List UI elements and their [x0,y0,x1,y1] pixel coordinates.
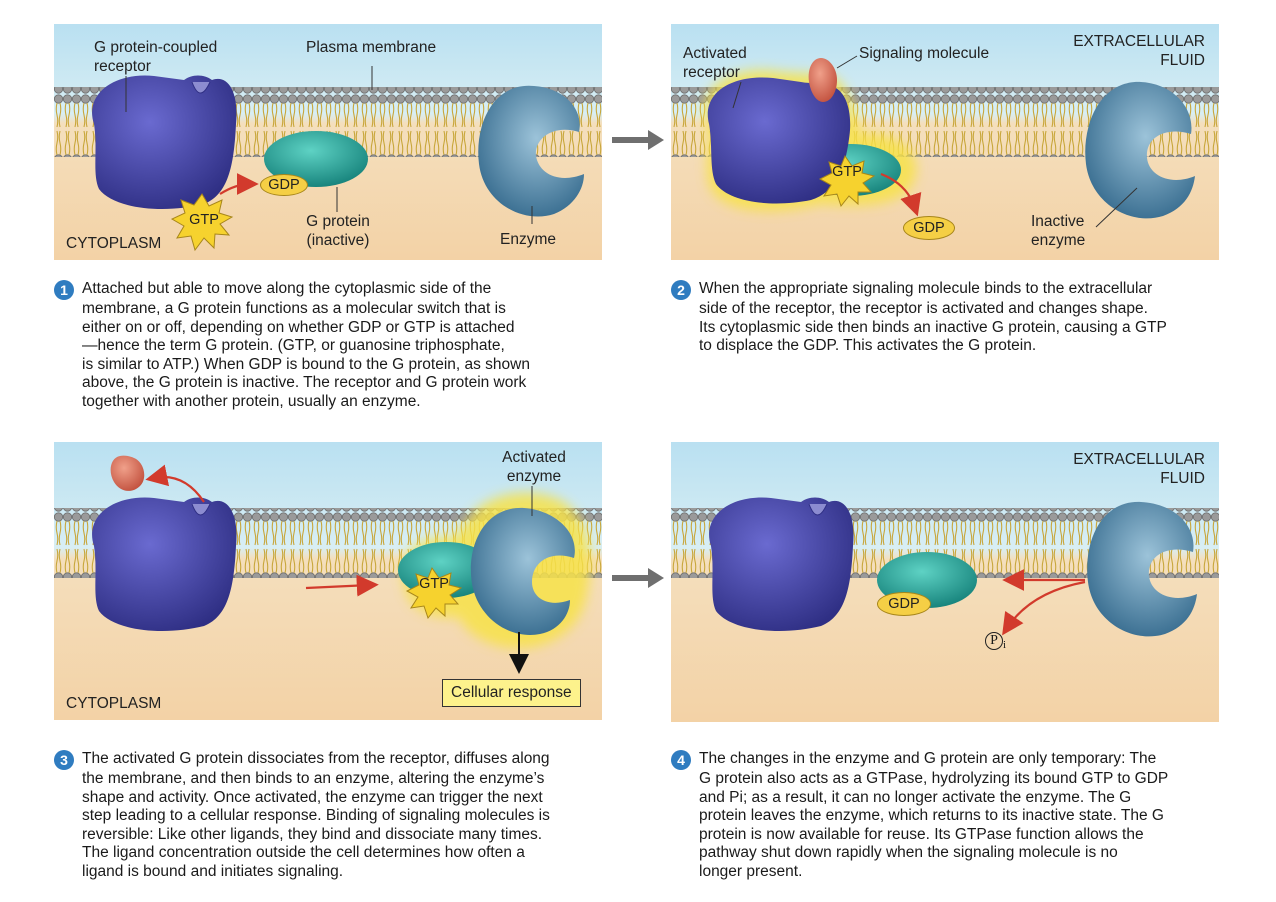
extracellular-fluid-label: EXTRACELLULAR FLUID [1073,33,1205,69]
caption-1-line: either on or off, depending on whether G… [82,318,515,336]
gtp-label: GTP [832,164,862,180]
activated-receptor-label: Activated receptor [683,45,747,81]
gdp-badge: GDP [877,592,931,616]
panel-2-illustration [671,24,1219,260]
cellular-response-box: Cellular response [442,679,581,707]
enzyme-shape [478,85,584,217]
caption-2-line: side of the receptor, the receptor is ac… [699,300,1148,317]
caption-3-line: reversible: Like other ligands, they bin… [82,825,543,843]
phosphate-subscript: i [1003,638,1007,651]
caption-2-line: When the appropriate signaling molecule … [699,280,1153,297]
receptor-label: G protein-coupled receptor [94,39,218,75]
caption-step-2: 2 When the appropriate signaling molecule… [671,280,1241,356]
step-arrow-3-4 [612,568,664,588]
caption-3-line: shape and activity. Once activated, the … [82,788,543,806]
extracellular-fluid-label: EXTRACELLULAR FLUID [1073,451,1205,487]
activated-enzyme-label: Activated enzyme [502,449,566,485]
released-signaling-molecule [110,455,145,491]
caption-1-line: membrane, a G protein functions as a mol… [82,300,506,317]
caption-1-line: above, the G protein is inactive. The re… [82,374,527,392]
caption-step-1: 1 Attached but able to move along the cyt… [54,280,614,412]
caption-4-line: longer present. [699,862,803,880]
activated-enzyme-shape [470,507,575,635]
g-protein-label: G protein (inactive) [306,213,370,249]
caption-step-4: 4 The changes in the enzyme and G protein… [671,750,1251,882]
step-badge-4: 4 [671,750,691,770]
step-badge-3: 3 [54,750,74,770]
phosphate-circle: P [985,632,1003,650]
gtp-star [170,193,234,252]
step-badge-1: 1 [54,280,74,300]
caption-4-line: The changes in the enzyme and G protein … [699,750,1157,767]
caption-3-line: the membrane, and then binds to an enzym… [82,770,545,787]
caption-step-3: 3 The activated G protein dissociates fro… [54,750,634,882]
panel-3-illustration [54,442,602,720]
caption-1-line: is similar to ATP.) When GDP is bound to… [82,355,530,373]
caption-3-line: ligand is bound and initiates signaling. [82,862,344,880]
panel-1-illustration [54,24,602,260]
plasma-membrane-label: Plasma membrane [306,39,437,56]
caption-3-line: The ligand concentration outside the cel… [82,844,525,862]
caption-4-line: pathway shut down rapidly when the signa… [699,844,1118,862]
step-arrow-1-2 [612,130,664,150]
cytoplasm-label: CYTOPLASM [66,695,162,712]
cytoplasm-label: CYTOPLASM [66,235,162,252]
gtp-swap-arrow [219,173,259,196]
signaling-molecule [808,58,837,102]
caption-2-line: to displace the GDP. This activates the … [699,337,1037,355]
pi-release-arrow [1002,580,1086,636]
panel-step-3: Activated enzyme GTP Cellular response C… [54,442,602,720]
g-protein-shape [264,131,368,187]
caption-4-line: and Pi; as a result, it can no longer ac… [699,788,1132,806]
gdp-badge: GDP [903,216,955,240]
caption-4-line: protein is now available for reuse. Its … [699,825,1144,843]
inactive-enzyme-label: Inactive enzyme [1031,213,1086,249]
caption-1-line: —hence the term G protein. (GTP, or guan… [82,337,505,355]
caption-4-line: protein leaves the enzyme, which returns… [699,807,1164,825]
panel-step-2: Activated receptor Signaling molecule EX… [671,24,1219,260]
caption-2-line: Its cytoplasmic side then binds an inact… [699,318,1167,336]
panel-step-1: G protein-coupled receptor Plasma membra… [54,24,602,260]
caption-3-line: step leading to a cellular response. Bin… [82,807,550,825]
diffusion-arrow [305,574,379,597]
gdp-badge: GDP [260,174,308,196]
caption-4-line: G protein also acts as a GTPase, hydroly… [699,770,1169,787]
step-badge-2: 2 [671,280,691,300]
enzyme-label: Enzyme [500,231,556,248]
receptor-shape [92,75,237,209]
caption-1-line: together with another protein, usually a… [82,392,421,410]
caption-1-line: Attached but able to move along the cyto… [82,280,492,297]
signaling-molecule-label: Signaling molecule [859,45,990,62]
gtp-label: GTP [419,576,449,592]
caption-3-line: The activated G protein dissociates from… [82,750,550,767]
panel-4-illustration [671,442,1219,722]
gtp-label: GTP [189,212,219,228]
